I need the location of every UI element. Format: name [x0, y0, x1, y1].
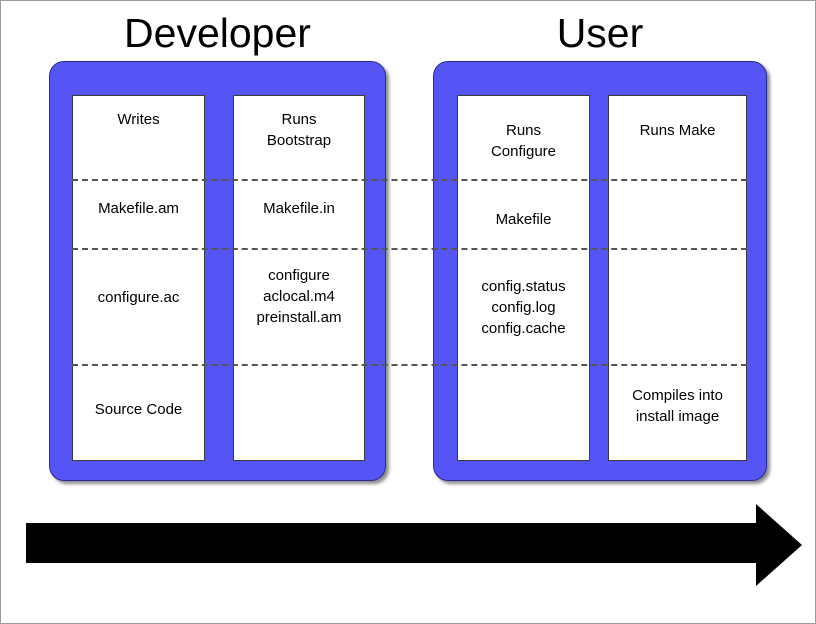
cell-make-compiles: Compiles into install image	[632, 387, 723, 425]
cell-make-header: Runs Make	[639, 122, 716, 139]
cell-configure-outputs: config.status config.log config.cache	[481, 278, 566, 337]
cell-writes-configure-ac: configure.ac	[97, 289, 180, 306]
column-runs-configure	[457, 95, 590, 461]
cell-bootstrap-header: Runs Bootstrap	[266, 111, 332, 149]
row-divider-2	[72, 248, 747, 250]
cell-bootstrap-autotools-outputs: configure aclocal.m4 preinstall.am	[256, 267, 342, 326]
column-runs-bootstrap	[233, 95, 365, 461]
row-divider-1	[72, 179, 747, 181]
cell-bootstrap-makefile-in: Makefile.in	[263, 200, 335, 217]
group-title-developer: Developer	[124, 10, 311, 56]
column-writes	[72, 95, 205, 461]
cell-configure-header: Runs Configure	[490, 122, 557, 160]
group-title-user: User	[556, 10, 644, 56]
column-runs-make	[608, 95, 747, 461]
cell-configure-makefile: Makefile	[495, 211, 552, 228]
cell-writes-makefile-am: Makefile.am	[98, 200, 179, 217]
cell-writes-header: Writes	[117, 111, 160, 128]
cell-writes-source-code: Source Code	[94, 401, 183, 418]
row-divider-3	[72, 364, 747, 366]
left-to-right-flow-arrow-icon	[26, 504, 802, 586]
